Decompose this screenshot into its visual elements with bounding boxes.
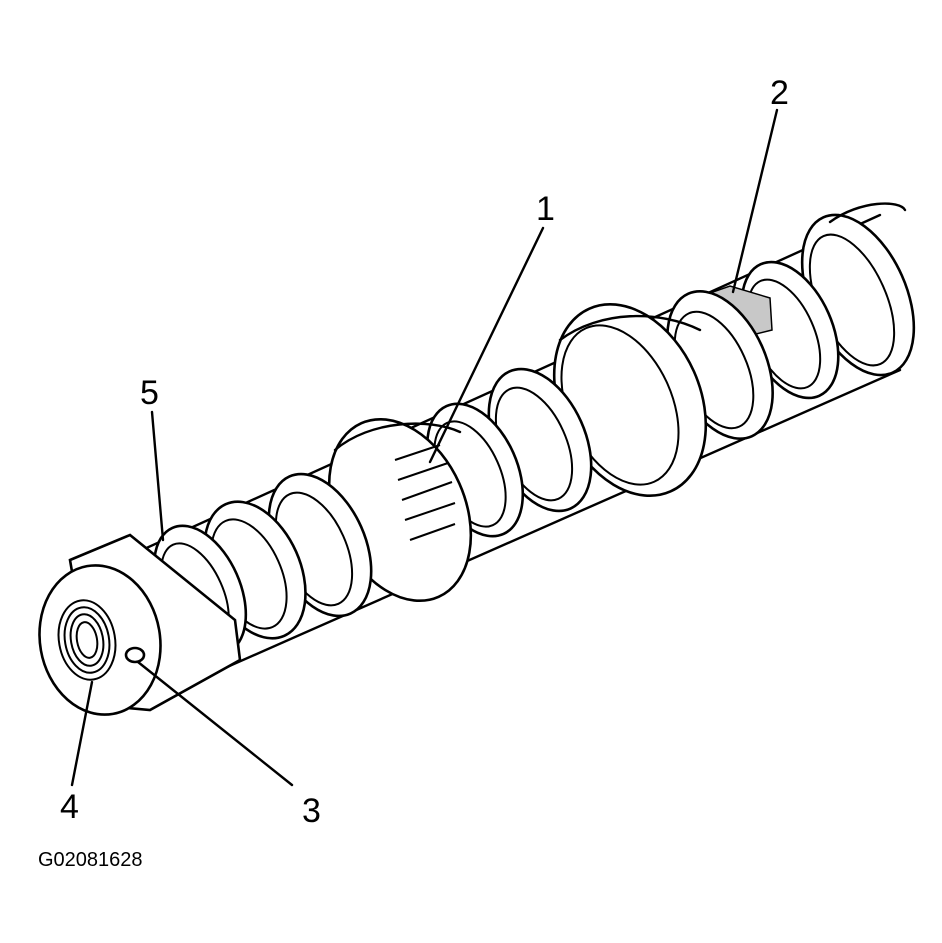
camshaft-drawing (38, 202, 916, 716)
callout-1: 1 (536, 190, 555, 228)
callout-5: 5 (140, 374, 159, 412)
callout-3: 3 (302, 792, 321, 830)
leader-line-5 (150, 410, 165, 542)
leader-line-4 (70, 680, 94, 787)
callout-2: 2 (770, 74, 789, 112)
leader-line-2 (731, 108, 779, 294)
callout-labels: 1 2 3 4 5 (60, 74, 789, 830)
callout-4: 4 (60, 788, 79, 826)
leader-line-1 (428, 226, 545, 464)
leader-lines (70, 108, 779, 787)
leader-line-3 (136, 660, 294, 787)
figure-id: G02081628 (38, 849, 143, 871)
